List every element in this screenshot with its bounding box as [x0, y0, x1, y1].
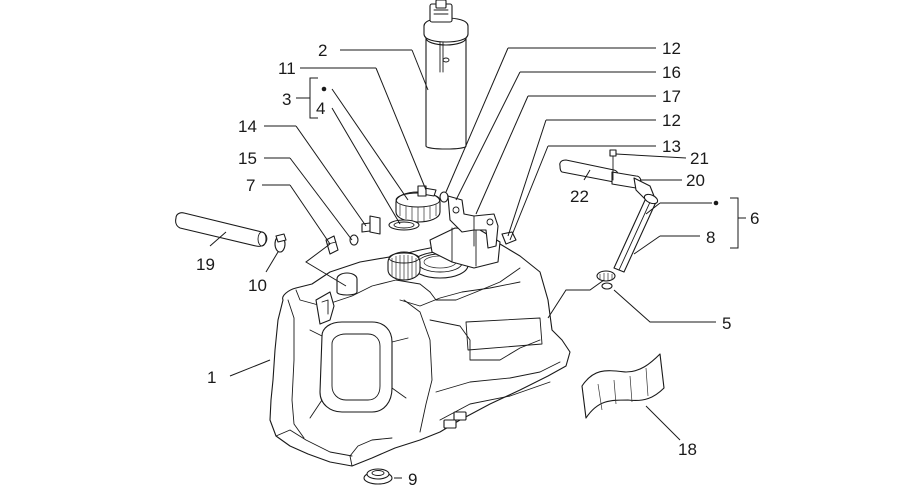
callout-3: 3	[282, 90, 291, 109]
callout-15: 15	[238, 149, 257, 168]
callout-19: 19	[196, 255, 215, 274]
callout-10: 10	[248, 276, 267, 295]
callout-14: 14	[238, 117, 257, 136]
gasket-5	[596, 270, 616, 290]
callout-11: 11	[278, 59, 296, 78]
mounting-bracket	[447, 195, 499, 249]
callout-1: 1	[207, 368, 216, 387]
breather-hose-19	[175, 212, 268, 247]
drain-plug-9	[363, 468, 393, 485]
clip-7	[325, 235, 339, 255]
callout-12b: 12	[662, 111, 681, 130]
screw-21	[609, 149, 617, 181]
callout-13: 13	[662, 137, 681, 156]
callout-4: 4	[316, 99, 325, 118]
filler-cap	[388, 191, 441, 231]
bolt-11	[417, 185, 437, 197]
callout-12a: 12	[662, 39, 681, 58]
screw-14	[361, 215, 381, 235]
heat-shield-18	[581, 353, 665, 419]
callout-labels: 1 2 3 4 11 14 15 7 19 10 12 16 17 12 13 …	[196, 39, 759, 489]
callout-21: 21	[690, 149, 709, 168]
callout-18: 18	[678, 440, 697, 459]
callout-8: 8	[706, 228, 715, 247]
hose-clamp-10	[274, 233, 287, 253]
leader-lines	[209, 47, 746, 479]
filler-ring	[387, 251, 421, 281]
fuel-level-sender	[423, 0, 469, 150]
callout-2: 2	[318, 41, 327, 60]
callout-22: 22	[570, 187, 589, 206]
washer-12a	[439, 191, 449, 203]
fuel-tank	[269, 227, 571, 467]
callout-6: 6	[750, 209, 759, 228]
fuel-pipe-6	[613, 193, 659, 273]
callout-5: 5	[722, 314, 731, 333]
bracket-dot-6	[713, 200, 719, 206]
tank-clip	[315, 291, 335, 325]
callout-7: 7	[246, 176, 255, 195]
washer-15	[349, 234, 359, 246]
callout-16: 16	[662, 63, 681, 82]
callout-9: 9	[408, 470, 417, 489]
bracket-dot-4	[321, 86, 327, 92]
callout-17: 17	[662, 87, 681, 106]
callout-20: 20	[686, 171, 705, 190]
